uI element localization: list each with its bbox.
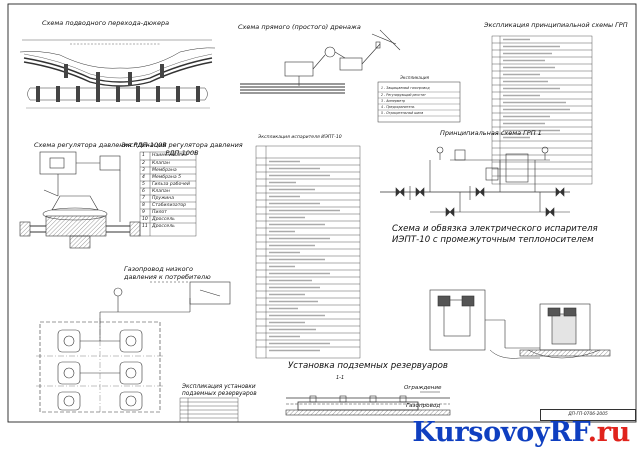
regulator-row-num: 7 <box>142 196 145 201</box>
evaporator-drawing <box>429 289 611 359</box>
drainage-explication-row: 1 - Защищаемый газопровод <box>381 86 430 90</box>
watermark-suffix: .ru <box>587 417 631 448</box>
title-drainage: Схема прямого (простого) дренажа <box>238 23 361 31</box>
regulator-row-name: Дроссель <box>152 217 175 222</box>
regulator-row-name: Мембрана <box>152 168 177 173</box>
regulator-row-name: Гильза рабочей <box>152 182 190 187</box>
tanks-section-drawing <box>285 391 451 416</box>
regulator-row-num: 1 <box>142 153 145 158</box>
regulator-row-num: 5 <box>142 182 145 187</box>
regulator-row-name: Стабилизатор <box>152 203 187 208</box>
drainage-explication-row: 2 - Регулирующий реостат <box>381 93 426 97</box>
regulator-row-name: Мембрана 5 <box>152 175 182 180</box>
drainage-explication-heading: Экспликация <box>400 75 430 80</box>
regulator-row-num: 10 <box>142 217 148 222</box>
section-label: 1-1 <box>336 375 345 381</box>
regulator-row-name: Клапан <box>152 189 170 194</box>
regulator-explication-table <box>139 151 197 237</box>
regulator-row-num: 9 <box>142 210 145 215</box>
low-pressure-pipeline-drawing <box>100 281 231 313</box>
regulator-row-name: Наименование <box>152 153 188 158</box>
regulator-row-name: Пилот <box>152 210 167 215</box>
evaporator-explication-entries <box>269 160 340 352</box>
title-tanks-explication: Экспликация установки подземных резервуа… <box>182 384 257 397</box>
title-regulator-explication: Экспликация регулятора давления РДП-100В <box>121 141 243 157</box>
tanks-explication-table <box>179 397 239 423</box>
sheet-border <box>7 3 637 423</box>
title-evaporator-scheme: Схема и обвязка электрического испарител… <box>392 224 598 245</box>
regulator-row-name: Клапан <box>152 161 170 166</box>
title-tanks-installation: Установка подземных резервуаров <box>288 361 448 371</box>
grp-explication-table <box>491 35 593 185</box>
grp-scheme-drawing <box>380 146 570 217</box>
regulator-drawing <box>19 151 141 249</box>
regulator-row-num: 4 <box>142 175 145 180</box>
watermark-logo: KursovoyRF.ru <box>412 419 630 446</box>
tanks-plan-drawing <box>36 312 164 414</box>
regulator-row-num: 11 <box>142 224 148 229</box>
evaporator-explication-table <box>255 145 361 359</box>
title-regulator-scheme: Схема регулятора давления РДП-100В <box>34 141 167 149</box>
watermark-main: KursovoyRF <box>412 417 588 448</box>
drainage-explication-row: 5 - Отрицательный шина <box>381 111 424 115</box>
title-evaporator-explication: Экспликация испарителя ИЭПТ-10 <box>258 135 342 140</box>
drainage-diagram <box>240 29 461 123</box>
fence-label: Ограждение <box>404 385 442 391</box>
title-block-code: ДП-ГП-0706-2005 <box>540 409 636 421</box>
regulator-row-name: Дроссель <box>152 224 175 229</box>
title-low-pressure-pipeline: Газопровод низкого давления к потребител… <box>124 265 211 281</box>
title-grp-explication: Экспликация принципиальной схемы ГРП <box>484 21 628 29</box>
drainage-explication-row: 4 - Предохранитель <box>381 105 415 109</box>
title-grp-scheme: Принципиальная схема ГРП 1 <box>440 129 542 137</box>
regulator-row-num: 6 <box>142 189 145 194</box>
gas-pipeline-label: Газопровод <box>406 403 441 409</box>
grp-explication-entries <box>503 38 570 139</box>
drainage-explication-row: 3 - Амперметр <box>381 99 406 103</box>
regulator-row-name: Пружина <box>152 196 175 201</box>
regulator-row-num: 2 <box>142 161 145 166</box>
regulator-row-num: 8 <box>142 203 145 208</box>
regulator-row-num: 3 <box>142 168 145 173</box>
title-underwater-crossing: Схема подводного перехода-дюкера <box>42 19 170 27</box>
underwater-crossing-drawing <box>19 39 216 109</box>
